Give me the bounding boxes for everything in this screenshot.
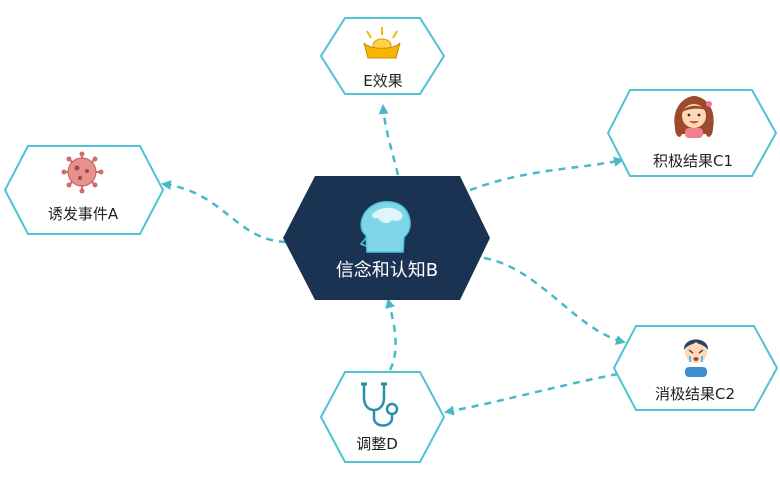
node-left-label: 诱发事件A [48, 205, 119, 223]
center-label: 信念和认知B [336, 259, 438, 281]
arrow-center-to-top [378, 104, 400, 176]
node-right-bottom: 消极结果C2 [612, 325, 779, 411]
head-profile-icon [359, 201, 411, 253]
crying-boy-icon [683, 339, 709, 377]
virus-icon [61, 151, 104, 194]
node-right-top-label: 积极结果C1 [653, 152, 733, 170]
arrow-center-to-left [161, 180, 287, 244]
node-left: 诱发事件A [3, 145, 165, 235]
smiling-girl-icon [674, 96, 714, 138]
node-top: E效果 [319, 17, 446, 95]
arrow-right-bottom-to-bottom [444, 372, 619, 416]
arrows [161, 104, 626, 416]
node-top-label: E效果 [363, 72, 402, 90]
center-node: 信念和认知B [283, 176, 490, 300]
arrow-bottom-to-center [385, 298, 397, 371]
gold-ingot-icon [363, 27, 401, 59]
node-right-bottom-label: 消极结果C2 [655, 385, 735, 403]
arrow-center-to-right-top [469, 156, 624, 192]
node-right-top: 积极结果C1 [606, 89, 778, 177]
node-bottom-label: 调整D [356, 435, 398, 453]
node-bottom: 调整D [319, 371, 446, 463]
stethoscope-icon [361, 382, 399, 427]
arrow-center-to-right-bottom [483, 256, 626, 345]
